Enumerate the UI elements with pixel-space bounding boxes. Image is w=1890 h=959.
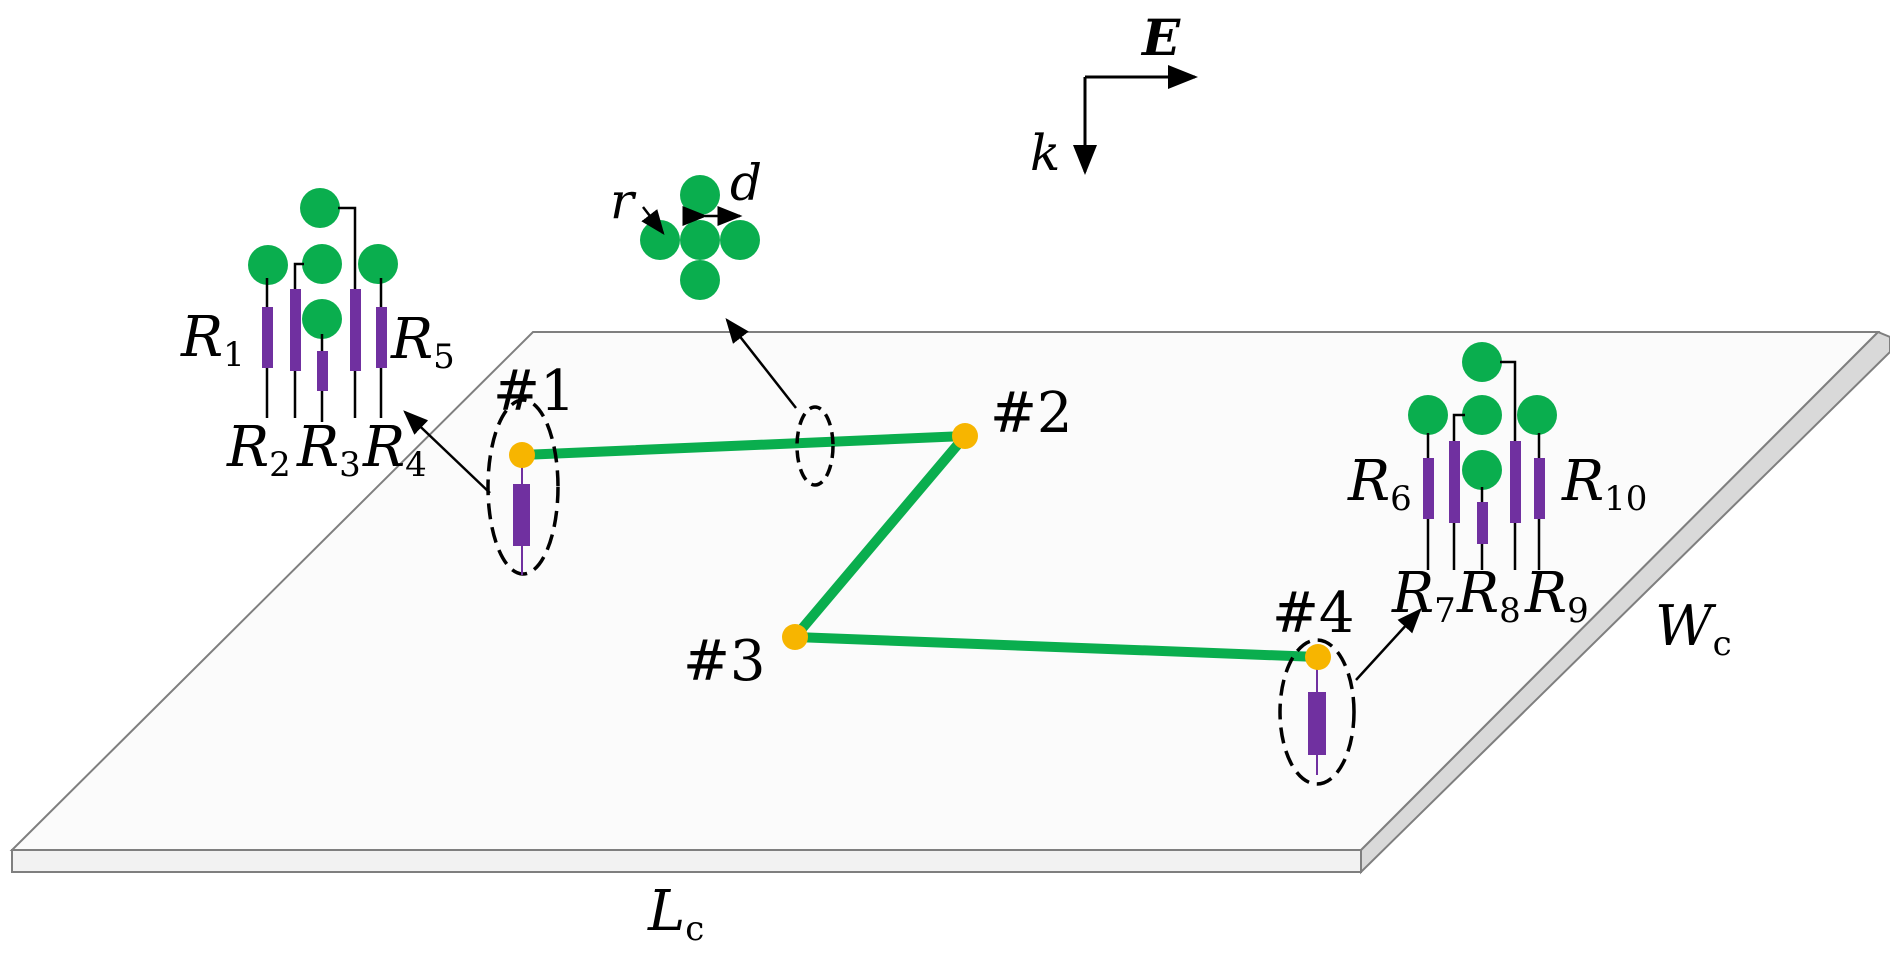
resistor-label-r2: R2 [226, 415, 291, 485]
resistor-label-r3: R3 [296, 415, 361, 485]
plane-length-label: Lc [647, 879, 704, 949]
resistor-r3 [317, 351, 328, 391]
resistor-r4 [350, 289, 361, 371]
load-conductor [1462, 342, 1502, 382]
resistor-r9 [1510, 441, 1521, 523]
highlight-ellipse-wire [795, 405, 835, 487]
conductor-right [720, 220, 760, 260]
node-3-label: #3 [683, 629, 766, 694]
ground-plane-side-front [11, 849, 1362, 873]
callout-arrow-wire [725, 318, 797, 409]
plane-dimensions: Lc Wc [647, 594, 1732, 949]
field-axes: E k [1030, 8, 1198, 182]
radius-arrow [641, 206, 665, 235]
load-conductor [302, 244, 342, 284]
termination-resistor-node1 [513, 462, 530, 575]
load-conductor [300, 188, 340, 228]
node-4-dot [1305, 644, 1331, 670]
resistor-label-r10: R10 [1561, 449, 1647, 519]
resistor-r2 [290, 289, 301, 371]
resistor-r7 [1449, 441, 1460, 523]
resistor-label-r6: R6 [1347, 449, 1412, 519]
callout-arrow-right [1355, 608, 1422, 681]
conductor-bottom [680, 260, 720, 300]
load-conductor [358, 244, 398, 284]
node-2-label: #2 [990, 381, 1073, 446]
load-conductor [248, 245, 288, 285]
conductor-cross-section: r d [610, 154, 762, 300]
resistor-label-r7: R7 [1391, 561, 1456, 631]
node-markers [509, 423, 1331, 670]
resistor-label-r4: R4 [362, 415, 427, 485]
wire-path [521, 431, 1319, 662]
callout-arrow-left [403, 410, 491, 494]
ground-plane [9, 330, 1890, 875]
resistor-label-r9: R9 [1524, 561, 1589, 631]
resistor-r5 [376, 307, 387, 368]
conductor-top [680, 175, 720, 215]
load-conductor [1517, 395, 1557, 435]
node-4-label: #4 [1272, 581, 1355, 646]
resistor-r10 [1534, 458, 1545, 519]
load-group-left: R1 R5 R2 R3 R4 [180, 188, 455, 485]
load-conductor [1462, 395, 1502, 435]
resistor-r1 [262, 307, 273, 368]
termination-resistor-node4 [1308, 662, 1326, 775]
resistor-label-r1: R1 [180, 305, 245, 375]
resistor-label-r5: R5 [390, 307, 455, 377]
e-field-label: E [1140, 8, 1181, 67]
radius-label: r [610, 172, 637, 230]
spacing-label: d [730, 154, 762, 212]
node-3-dot [782, 624, 808, 650]
load-conductor [1462, 450, 1502, 490]
load-group-right: R6 R10 R7 R8 R9 [1347, 342, 1647, 631]
conductor-center [680, 220, 720, 260]
callout-arrows [403, 318, 1422, 681]
node-1-label: #1 [493, 359, 576, 424]
conductor-left [640, 220, 680, 260]
resistor-label-r8: R8 [1456, 561, 1521, 631]
plane-width-label: Wc [1655, 594, 1732, 664]
highlight-ellipse-node4 [1278, 638, 1356, 786]
node-2-dot [952, 423, 978, 449]
node-labels: #1 #2 #3 #4 [493, 359, 1355, 694]
resistor-r8 [1477, 502, 1488, 544]
node-1-dot [509, 442, 535, 468]
k-vector-label: k [1030, 124, 1060, 182]
load-conductor [1408, 395, 1448, 435]
load-conductor [302, 299, 342, 339]
ground-plane-top [9, 331, 1881, 851]
resistor-r6 [1423, 458, 1434, 519]
